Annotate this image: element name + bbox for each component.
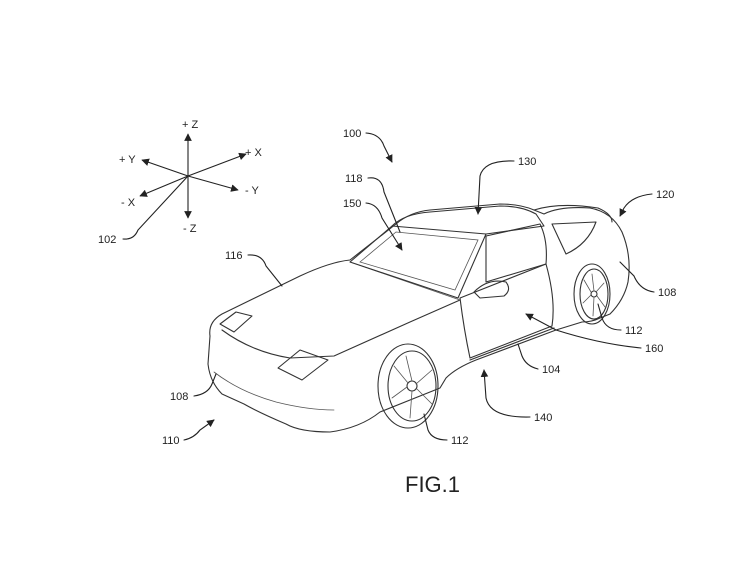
- windshield-inner: [359, 231, 479, 291]
- ref-102: 102: [98, 234, 116, 246]
- axis-label-neg-y: - Y: [245, 185, 260, 197]
- leader-130: [474, 160, 515, 215]
- ref-100: 100: [343, 128, 361, 140]
- leader-100: [365, 132, 393, 163]
- axis-label-neg-z: - Z: [183, 223, 197, 235]
- leader-150: [365, 202, 403, 251]
- ref-112-rear: 112: [625, 325, 643, 337]
- ref-130: 130: [518, 156, 536, 168]
- ref-110: 110: [162, 435, 180, 447]
- windshield: [349, 225, 487, 299]
- leader-118: [367, 177, 401, 233]
- rear-wheel: [573, 263, 611, 325]
- rocker-panel: [469, 327, 555, 361]
- axis-label-pos-x: + X: [245, 147, 262, 159]
- coordinate-axes: + Z - Z + X - X + Y - Y 102: [98, 119, 262, 246]
- ref-150: 150: [343, 198, 361, 210]
- front-bumper-line: [213, 371, 335, 411]
- vehicle-drawing: [207, 203, 630, 433]
- ref-108-rear: 108: [658, 287, 676, 299]
- roof: [391, 205, 545, 235]
- ref-108-front: 108: [170, 391, 188, 403]
- leader-120: [619, 193, 653, 217]
- rear-window: [551, 221, 597, 255]
- headlight-right: [277, 349, 329, 381]
- front-wheel: [377, 343, 439, 429]
- hood-line: [221, 299, 461, 359]
- axis-label-neg-x: - X: [121, 197, 136, 209]
- ref-140: 140: [534, 412, 552, 424]
- leader-104: [517, 343, 539, 370]
- door-panel: [459, 263, 554, 359]
- leader-110: [183, 419, 215, 441]
- leader-160: [525, 313, 642, 349]
- axis-label-pos-y: + Y: [119, 154, 136, 166]
- side-mirror: [473, 280, 510, 299]
- leader-116: [247, 254, 283, 287]
- leader-108-front: [193, 373, 217, 397]
- headlight-left: [219, 311, 253, 333]
- reference-numerals: 100 130 120 118 150 116 108 112 160 104 …: [162, 128, 676, 447]
- ref-104: 104: [542, 364, 560, 376]
- axis-pos-x: [187, 152, 247, 177]
- ref-112-front: 112: [451, 435, 469, 447]
- figure-caption: FIG.1: [405, 472, 460, 497]
- ref-116: 116: [225, 250, 243, 262]
- leader-108-rear: [619, 261, 655, 293]
- leader-140: [480, 369, 531, 418]
- leader-112-front: [423, 413, 448, 441]
- rear-spoiler: [533, 204, 613, 223]
- axis-neg-y: [187, 175, 239, 192]
- leader-lines: [183, 132, 655, 441]
- leader-112-rear: [597, 303, 622, 331]
- axis-label-pos-z: + Z: [182, 119, 198, 131]
- axis-pos-y: [141, 158, 189, 177]
- axis-neg-x: [139, 175, 189, 197]
- ref-120: 120: [656, 189, 674, 201]
- ref-160: 160: [645, 343, 663, 355]
- ref-118: 118: [345, 173, 363, 185]
- leader-102: [122, 175, 189, 240]
